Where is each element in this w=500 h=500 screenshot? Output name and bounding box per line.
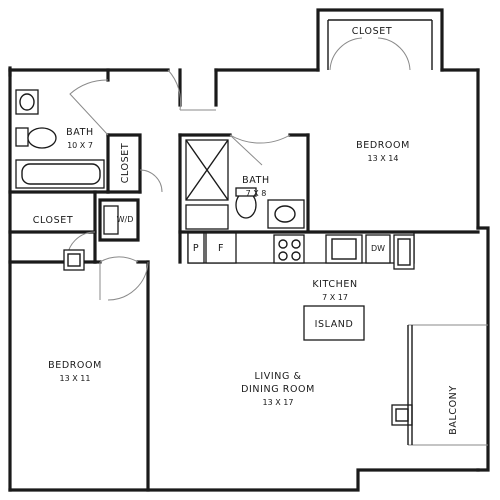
exterior-walls bbox=[8, 8, 490, 492]
balcony-label: BALCONY bbox=[448, 385, 459, 435]
dishwasher-label: DW bbox=[371, 244, 385, 253]
bath2-size: 7 X 8 bbox=[246, 189, 267, 198]
closet-top-label: CLOSET bbox=[352, 26, 393, 37]
bedroom2-size: 13 X 11 bbox=[60, 374, 91, 383]
bedroom1-size: 13 X 14 bbox=[368, 154, 399, 163]
living-name-line2: DINING ROOM bbox=[241, 384, 315, 395]
bedroom1-name: BEDROOM bbox=[356, 140, 410, 151]
kitchen-name: KITCHEN bbox=[312, 279, 357, 290]
island-label: ISLAND bbox=[315, 319, 354, 330]
living-name-line1: LIVING & bbox=[254, 371, 301, 382]
bedroom2-name: BEDROOM bbox=[48, 360, 102, 371]
bath2-name: BATH bbox=[242, 175, 270, 186]
kitchen-size: 7 X 17 bbox=[322, 293, 348, 302]
fridge-label: F bbox=[218, 243, 224, 254]
room-labels: CLOSET BATH 10 X 7 CLOSET BEDROOM 13 X 1… bbox=[33, 26, 459, 435]
bath1-size: 10 X 7 bbox=[67, 141, 93, 150]
closet-left-label: CLOSET bbox=[33, 215, 74, 226]
bath1-name: BATH bbox=[66, 127, 94, 138]
pantry-label: P bbox=[193, 243, 199, 254]
fixtures bbox=[15, 89, 415, 445]
washer-dryer-label: W/D bbox=[117, 215, 134, 224]
living-size: 13 X 17 bbox=[263, 398, 294, 407]
closet-vertical-label: CLOSET bbox=[120, 143, 131, 184]
interior-walls bbox=[8, 68, 480, 492]
